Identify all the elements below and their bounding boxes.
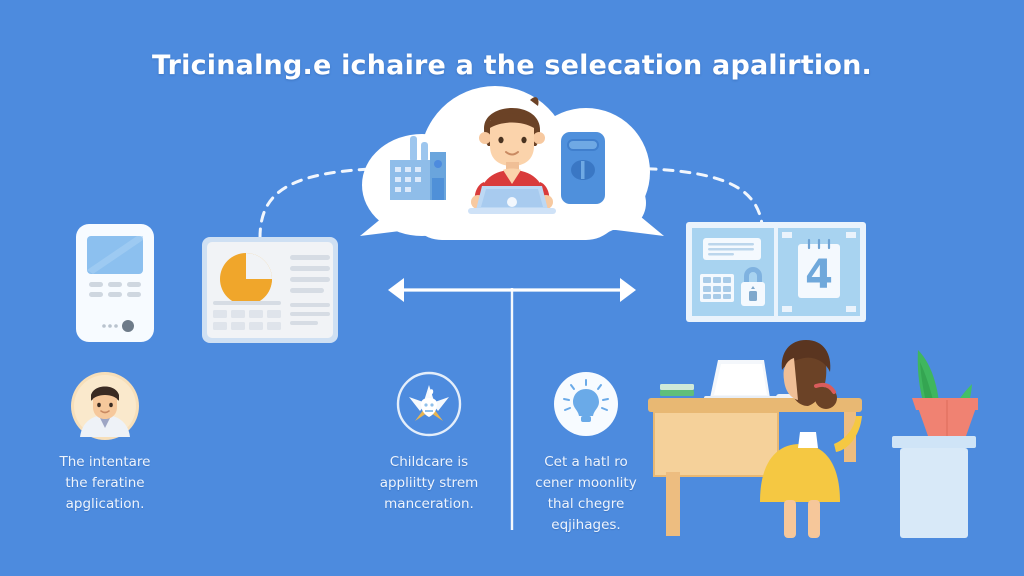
item-2-caption-line-3: manceration.: [384, 496, 474, 512]
item-1-caption-line-2: the feratine: [65, 475, 145, 491]
dashed-connector-right: [611, 166, 765, 240]
item-3-caption-line-2: cener moonlity: [535, 475, 637, 491]
terminal-device-icon: [76, 224, 154, 342]
item-3-caption-line-3: thal chegre: [547, 496, 625, 512]
book-stack: [660, 384, 694, 396]
desk: [648, 398, 862, 536]
plant-stand: [892, 436, 976, 538]
item-2-caption-line-1: Childcare is: [389, 454, 469, 470]
cloud-tail-right: [616, 198, 664, 236]
pie-chart-document-icon: [202, 237, 338, 343]
star-badge-icon: [396, 371, 462, 437]
item-1-caption-line-1: The intentare: [59, 454, 151, 470]
item-3-caption: Cet a hatl ro cener moonlity thal chegre…: [511, 452, 661, 536]
cloud-tail-left: [360, 198, 408, 236]
lightbulb-icon: [554, 372, 618, 436]
item-3-caption-line-1: Cet a hatl ro: [544, 454, 628, 470]
lock-keypad-icon: [741, 267, 765, 306]
security-panel: 4: [686, 222, 866, 322]
avatar-person-icon: [71, 372, 139, 440]
cloud-node: [360, 76, 664, 244]
calendar-number: 4: [805, 252, 833, 298]
page-title: Tricinalng.e ichaire a the selecation ap…: [151, 50, 873, 81]
person-at-laptop: [468, 97, 556, 214]
dashed-connector-left: [258, 166, 412, 240]
factory-icon: [390, 136, 446, 200]
server-tower-icon: [561, 132, 605, 204]
laptop: [704, 360, 796, 401]
potted-plant: [912, 350, 978, 436]
item-3-caption-line-4: eqjihages.: [551, 517, 621, 533]
item-1-caption: The intentare the feratine apglication.: [20, 452, 190, 515]
seated-woman: [760, 340, 862, 538]
item-1-caption-line-3: apglication.: [65, 496, 145, 512]
desk-scene: [648, 340, 978, 538]
vertical-drop-line: [510, 288, 514, 530]
item-2-caption: Childcare is appliitty strem manceration…: [349, 452, 509, 515]
item-2-caption-line-2: appliitty strem: [379, 475, 479, 491]
